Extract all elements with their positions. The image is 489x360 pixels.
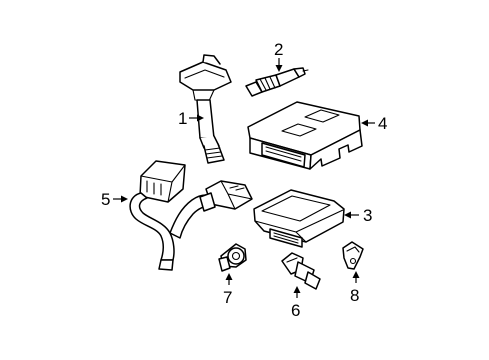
callout-number-7: 7 (223, 288, 232, 307)
callout-2: 2 (274, 40, 283, 72)
spark-plug-part[interactable] (245, 67, 309, 97)
callout-7: 7 (223, 273, 233, 307)
control-module-part[interactable] (253, 189, 345, 248)
callout-number-1: 1 (178, 109, 187, 128)
callout-number-2: 2 (274, 40, 283, 59)
callout-number-6: 6 (291, 301, 300, 320)
callout-4: 4 (361, 114, 387, 133)
callout-number-3: 3 (363, 206, 372, 225)
callout-number-4: 4 (378, 114, 387, 133)
engine-control-module-part[interactable] (247, 101, 363, 170)
callout-5: 5 (101, 190, 128, 209)
callout-number-8: 8 (350, 286, 359, 305)
sensor-part-6[interactable] (281, 252, 321, 290)
callout-6: 6 (291, 286, 301, 320)
ignition-coil-part[interactable] (179, 54, 232, 164)
callout-1: 1 (178, 109, 204, 128)
callout-3: 3 (344, 206, 372, 225)
wiring-harness-part[interactable] (129, 160, 253, 271)
callout-number-5: 5 (101, 190, 110, 209)
sensor-part-8[interactable] (342, 241, 364, 270)
sensor-part-7[interactable] (218, 243, 247, 272)
callout-8: 8 (350, 271, 360, 305)
